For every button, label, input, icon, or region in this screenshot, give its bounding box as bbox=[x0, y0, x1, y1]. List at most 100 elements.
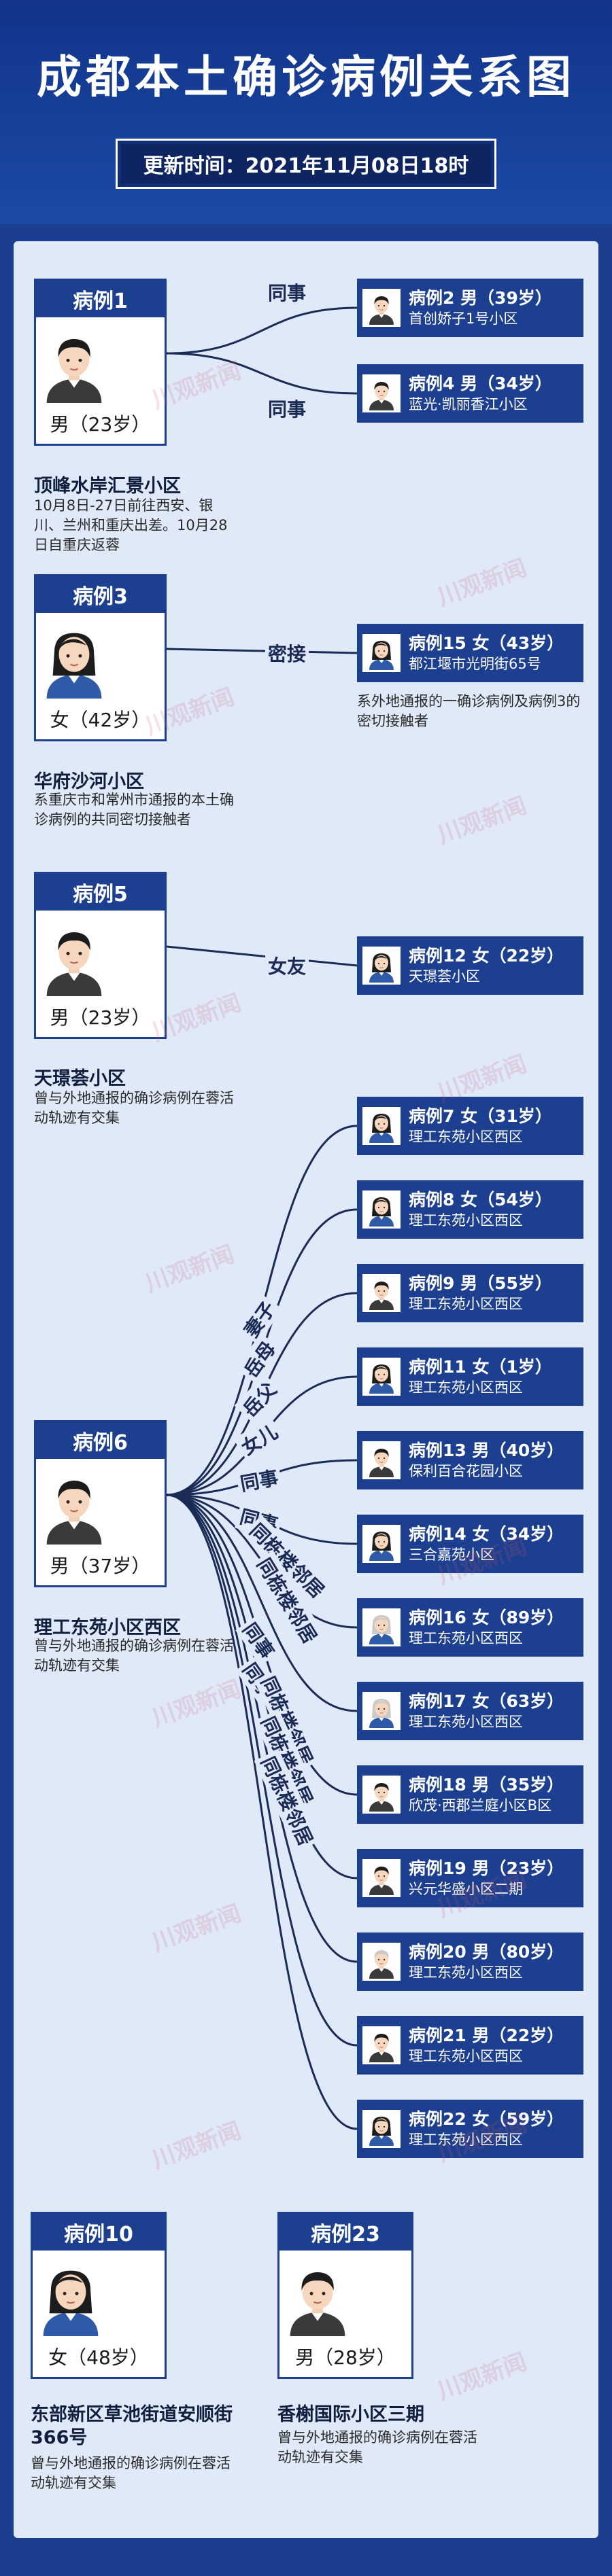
case-label: 病例5 bbox=[36, 874, 165, 911]
contact-case-text: 病例11 女（1岁） 理工东苑小区西区 bbox=[409, 1356, 552, 1397]
case-label: 病例6 bbox=[36, 1422, 165, 1459]
relation-line bbox=[166, 945, 358, 967]
contact-case-text: 病例4 男（34岁）蓝光·凯丽香江小区 bbox=[409, 373, 552, 414]
male-avatar-icon bbox=[362, 289, 401, 327]
contact-case-address: 理工东苑小区西区 bbox=[409, 1212, 523, 1229]
contact-case-address: 理工东苑小区西区 bbox=[409, 1296, 523, 1312]
contact-case-address: 天璟荟小区 bbox=[409, 968, 480, 985]
elderly-male-avatar-icon bbox=[362, 1943, 401, 1981]
contact-case-pill: 病例8 女（54岁） 理工东苑小区西区 bbox=[357, 1180, 583, 1239]
contact-case-text: 病例2 男（39岁）首创娇子1号小区 bbox=[409, 287, 552, 328]
contact-case-address: 理工东苑小区西区 bbox=[409, 1630, 523, 1646]
female-avatar-icon bbox=[362, 634, 401, 672]
contact-case-address: 理工东苑小区西区 bbox=[409, 1379, 523, 1396]
female-avatar-icon bbox=[362, 1107, 401, 1145]
male-avatar-icon bbox=[36, 920, 165, 999]
contact-case-title: 病例8 女（54岁） bbox=[409, 1190, 552, 1210]
case-note: 曾与外地通报的确诊病例在蓉活动轨迹有交集 bbox=[277, 2429, 477, 2465]
contact-case-text: 病例17 女（63岁）理工东苑小区西区 bbox=[409, 1691, 564, 1731]
case-address: 东部新区草池街道安顺街366号 bbox=[31, 2404, 233, 2448]
case-sex-age: 男（28岁） bbox=[295, 2346, 396, 2369]
case-card: 病例23 男（28岁） bbox=[277, 2212, 413, 2379]
relation-line bbox=[166, 648, 358, 654]
case-label: 病例3 bbox=[36, 576, 165, 613]
contact-case-title: 病例7 女（31岁） bbox=[409, 1106, 552, 1126]
contact-case-title: 病例22 女（59岁） bbox=[409, 2109, 564, 2129]
contact-case-pill: 病例17 女（63岁）理工东苑小区西区 bbox=[357, 1682, 583, 1740]
contact-case-pill: 病例20 男（80岁） 理工东苑小区西区 bbox=[357, 1933, 583, 1991]
contact-case-address: 理工东苑小区西区 bbox=[409, 2132, 523, 2148]
male-avatar-icon bbox=[362, 1776, 401, 1814]
contact-case-pill: 病例7 女（31岁）理工东苑小区西区 bbox=[357, 1097, 583, 1155]
contact-case-text: 病例7 女（31岁）理工东苑小区西区 bbox=[409, 1106, 552, 1146]
contact-case-pill: 病例22 女（59岁） 理工东苑小区西区 bbox=[357, 2100, 583, 2158]
male-avatar-icon bbox=[36, 327, 165, 406]
contact-case-text: 病例12 女（22岁）天璟荟小区 bbox=[409, 945, 564, 986]
contact-case-title: 病例14 女（34岁） bbox=[409, 1524, 564, 1544]
contact-case-title: 病例20 男（80岁） bbox=[409, 1942, 564, 1962]
male-avatar-icon bbox=[362, 2026, 401, 2064]
male-avatar-icon bbox=[362, 1859, 401, 1897]
contact-case-pill: 病例21 男（22岁）理工东苑小区西区 bbox=[357, 2016, 583, 2075]
female-avatar-icon bbox=[362, 947, 401, 985]
contact-case-address: 保利百合花园小区 bbox=[409, 1463, 523, 1479]
contact-case-pill: 病例14 女（34岁） 三合嘉苑小区 bbox=[357, 1515, 583, 1573]
contact-case-title: 病例11 女（1岁） bbox=[409, 1357, 552, 1377]
case-card: 病例3 女（42岁） bbox=[34, 574, 167, 741]
case-sex-age: 女（48岁） bbox=[48, 2346, 149, 2369]
contact-case-address: 兴元华盛小区二期 bbox=[409, 1881, 523, 1897]
case-address: 顶峰水岸汇景小区 bbox=[34, 476, 181, 497]
relation-line bbox=[166, 1494, 358, 1712]
relation-label: 同事 bbox=[265, 395, 309, 422]
female-avatar-icon bbox=[362, 2110, 401, 2148]
contact-case-text: 病例19 男（23岁） 兴元华盛小区二期 bbox=[409, 1858, 564, 1899]
case-sex-age: 男（37岁） bbox=[50, 1555, 151, 1577]
case-sex-age: 男（23岁） bbox=[50, 1006, 151, 1029]
contact-case-pill: 病例2 男（39岁）首创娇子1号小区 bbox=[357, 279, 583, 337]
contact-case-pill: 病例11 女（1岁） 理工东苑小区西区 bbox=[357, 1347, 583, 1406]
contact-case-text: 病例14 女（34岁） 三合嘉苑小区 bbox=[409, 1523, 564, 1564]
elderly-female-avatar-icon bbox=[362, 1608, 401, 1646]
female-avatar-icon bbox=[362, 1190, 401, 1229]
contact-case-title: 病例4 男（34岁） bbox=[409, 374, 552, 393]
relation-label: 密接 bbox=[265, 639, 309, 667]
relation-label: 女友 bbox=[265, 952, 309, 979]
contact-case-text: 病例13 男（40岁）保利百合花园小区 bbox=[409, 1440, 564, 1481]
contact-case-pill: 病例12 女（22岁）天璟荟小区 bbox=[357, 936, 583, 995]
contact-case-text: 病例15 女（43岁）都江堰市光明街65号 bbox=[409, 633, 564, 673]
male-avatar-icon bbox=[362, 1274, 401, 1312]
update-time-box: 更新时间：2021年11月08日18时 bbox=[116, 139, 496, 189]
contact-case-pill: 病例4 男（34岁）蓝光·凯丽香江小区 bbox=[357, 364, 583, 423]
case-note: 曾与外地通报的确诊病例在蓉活动轨迹有交集 bbox=[31, 2455, 231, 2491]
female-avatar-icon bbox=[36, 622, 165, 701]
case-label: 病例23 bbox=[279, 2214, 411, 2251]
contact-case-pill: 病例15 女（43岁）都江堰市光明街65号 bbox=[357, 624, 583, 682]
male-avatar-icon bbox=[362, 374, 401, 412]
case-sex-age: 女（42岁） bbox=[50, 709, 151, 731]
contact-case-text: 病例22 女（59岁） 理工东苑小区西区 bbox=[409, 2109, 564, 2149]
case-address: 华府沙河小区 bbox=[34, 771, 144, 792]
female-avatar-icon bbox=[33, 2260, 165, 2339]
contact-case-address: 首创娇子1号小区 bbox=[409, 311, 518, 327]
case-note: 10月8日-27日前往西安、银川、兰州和重庆出差。10月28日自重庆返蓉 bbox=[34, 497, 228, 553]
case-note: 系重庆市和常州市通报的本土确诊病例的共同密切接触者 bbox=[34, 792, 234, 828]
contact-case-title: 病例19 男（23岁） bbox=[409, 1858, 564, 1878]
contact-case-address: 理工东苑小区西区 bbox=[409, 1714, 523, 1730]
contact-case-address: 都江堰市光明街65号 bbox=[409, 656, 541, 672]
contact-case-address: 三合嘉苑小区 bbox=[409, 1547, 494, 1563]
update-time: 更新时间：2021年11月08日18时 bbox=[121, 144, 491, 183]
contact-case-text: 病例16 女（89岁） 理工东苑小区西区 bbox=[409, 1607, 564, 1648]
contact-case-address: 欣茂·西郡兰庭小区B区 bbox=[409, 1797, 552, 1814]
case-card: 病例6 男（37岁） bbox=[34, 1420, 167, 1587]
contact-case-address: 理工东苑小区西区 bbox=[409, 1964, 523, 1981]
contact-case-title: 病例21 男（22岁） bbox=[409, 2026, 564, 2045]
page-title: 成都本土确诊病例关系图 bbox=[37, 51, 575, 103]
contact-case-pill: 病例19 男（23岁） 兴元华盛小区二期 bbox=[357, 1849, 583, 1907]
contact-case-text: 病例20 男（80岁） 理工东苑小区西区 bbox=[409, 1941, 564, 1982]
case-note: 曾与外地通报的确诊病例在蓉活动轨迹有交集 bbox=[34, 1090, 234, 1126]
contact-case-title: 病例16 女（89岁） bbox=[409, 1608, 564, 1627]
contact-case-note: 系外地通报的一确诊病例及病例3的密切接触者 bbox=[357, 693, 581, 729]
case-address: 香榭国际小区三期 bbox=[277, 2404, 424, 2425]
